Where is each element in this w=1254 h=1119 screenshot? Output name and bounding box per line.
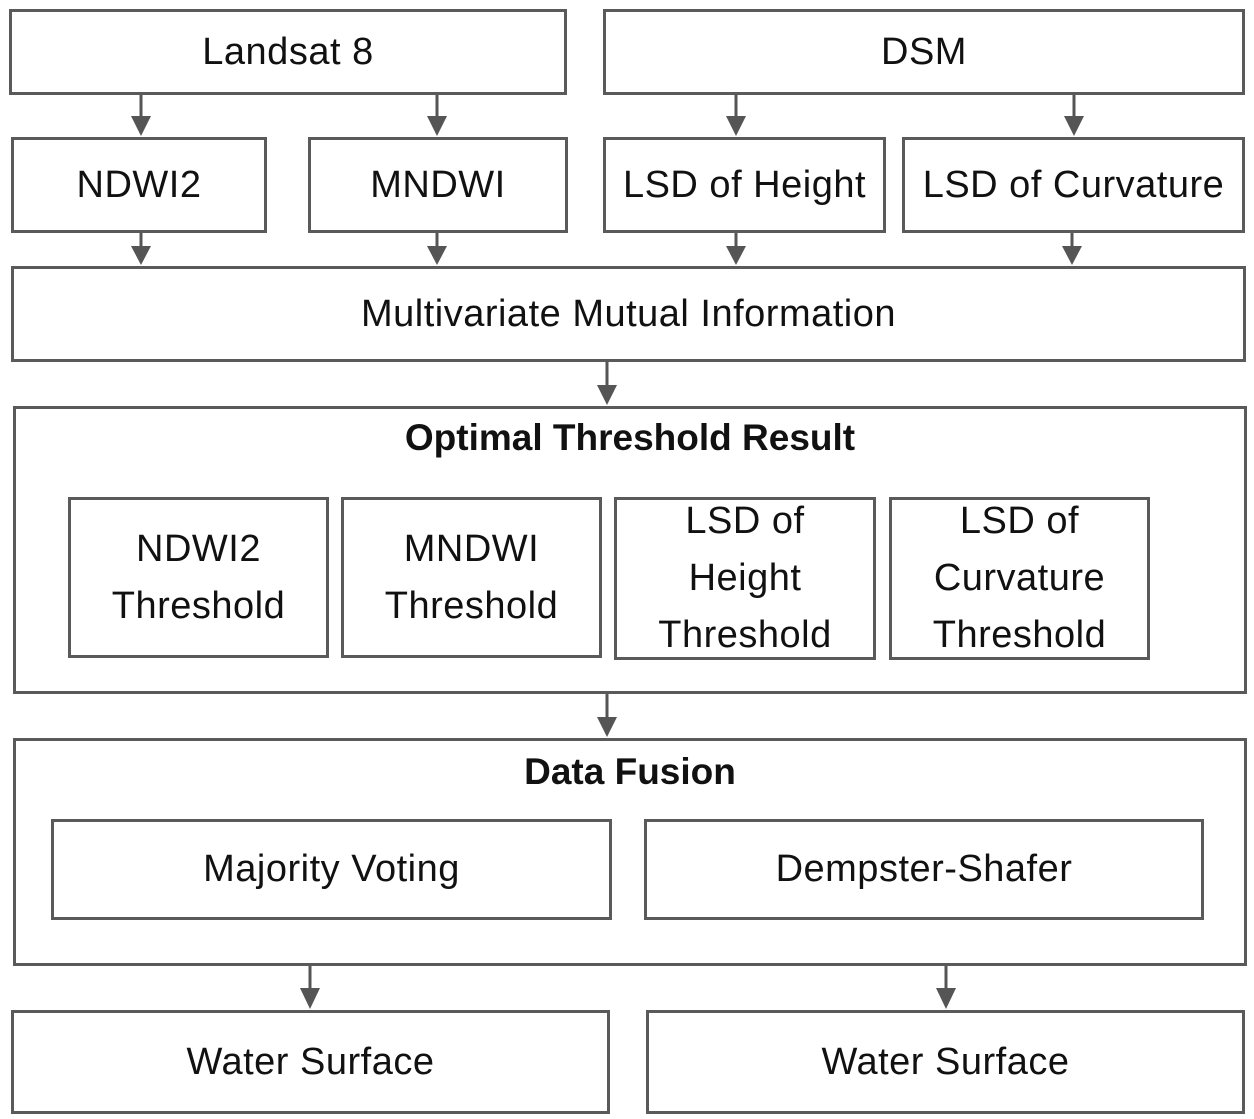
lsd-height-threshold-box: LSD of Height Threshold	[614, 497, 876, 660]
arrow-threshold-to-fusion	[597, 694, 617, 737]
water-surface-label-left: Water Surface	[186, 1040, 435, 1083]
landsat-8-box: Landsat 8	[9, 9, 567, 95]
arrow-mndwi-to-mmi	[427, 233, 447, 265]
lsd-height-box: LSD of Height	[603, 137, 886, 233]
ndwi2-threshold-label: NDWI2 Threshold	[111, 527, 286, 627]
lsd-curvature-threshold-label: LSD of Curvature Threshold	[932, 500, 1107, 656]
arrow-fusion-to-water-left	[300, 966, 320, 1009]
arrow-landsat-to-ndwi2	[131, 95, 151, 136]
water-surface-box-left: Water Surface	[11, 1010, 610, 1114]
mndwi-threshold-box: MNDWI Threshold	[341, 497, 602, 658]
landsat-8-label: Landsat 8	[202, 30, 374, 73]
mndwi-threshold-label: MNDWI Threshold	[384, 527, 559, 627]
arrow-dsm-to-lsd-height	[726, 95, 746, 136]
arrow-lsd-height-to-mmi	[726, 233, 746, 265]
ndwi2-threshold-box: NDWI2 Threshold	[68, 497, 329, 658]
dempster-shafer-label: Dempster-Shafer	[775, 848, 1073, 890]
majority-voting-box: Majority Voting	[51, 819, 612, 920]
mndwi-box: MNDWI	[308, 137, 568, 233]
ndwi2-box: NDWI2	[11, 137, 267, 233]
arrow-dsm-to-lsd-curvature	[1064, 95, 1084, 136]
lsd-height-label: LSD of Height	[622, 163, 867, 206]
arrow-mmi-to-threshold	[597, 362, 617, 405]
lsd-curvature-label: LSD of Curvature	[922, 163, 1225, 206]
ndwi2-label: NDWI2	[76, 163, 202, 206]
dempster-shafer-box: Dempster-Shafer	[644, 819, 1204, 920]
arrow-ndwi2-to-mmi	[131, 233, 151, 265]
lsd-curvature-threshold-box: LSD of Curvature Threshold	[889, 497, 1150, 660]
lsd-curvature-box: LSD of Curvature	[902, 137, 1245, 233]
dsm-label: DSM	[881, 30, 967, 73]
water-surface-label-right: Water Surface	[821, 1040, 1070, 1083]
optimal-threshold-title: Optimal Threshold Result	[404, 417, 856, 458]
majority-voting-label: Majority Voting	[203, 848, 460, 890]
mndwi-label: MNDWI	[370, 163, 506, 206]
lsd-height-threshold-label: LSD of Height Threshold	[658, 500, 832, 656]
arrow-fusion-to-water-right	[936, 966, 956, 1009]
data-fusion-title: Data Fusion	[524, 751, 736, 792]
dsm-box: DSM	[603, 9, 1245, 95]
mutual-information-box: Multivariate Mutual Information	[11, 266, 1246, 362]
arrow-lsd-curvature-to-mmi	[1062, 233, 1082, 265]
arrow-landsat-to-mndwi	[427, 95, 447, 136]
water-surface-box-right: Water Surface	[646, 1010, 1245, 1114]
mutual-information-label: Multivariate Mutual Information	[360, 292, 897, 335]
